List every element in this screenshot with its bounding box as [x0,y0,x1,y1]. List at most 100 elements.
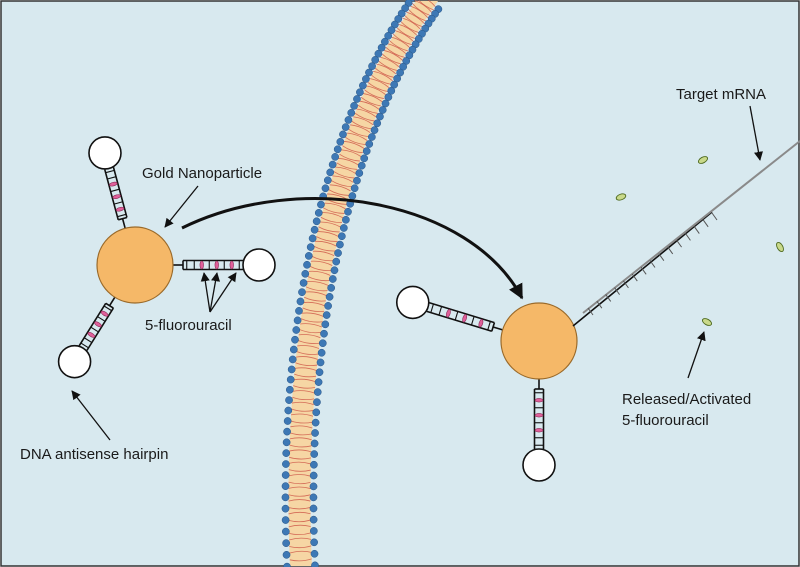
phospholipid-head [330,266,339,275]
lipid-tail [290,413,314,417]
phospholipid-head [378,106,387,114]
lipid-tail [377,60,398,72]
hairpin-strand [118,216,128,221]
phospholipid-head [344,116,353,124]
fluorouracil-marker [534,413,544,418]
lipid-tail [332,175,354,183]
phospholipid-head [311,418,320,427]
lipid-tail [381,53,402,65]
phospholipid-head [353,176,361,185]
lipid-tail [314,240,337,247]
phospholipid-head [359,81,367,90]
lipid-tail [299,329,322,334]
lipid-tail [305,286,328,292]
phospholipid-head [320,329,328,338]
fluorouracil-marker [87,331,96,338]
phospholipid-head [295,307,303,315]
phospholipid-head [284,406,293,415]
lipid-tail [349,124,371,134]
phospholipid-head [316,358,325,367]
lipid-tail [291,401,314,406]
hairpin-strand [491,322,496,332]
phospholipid-head [350,184,359,193]
lipid-tail [339,153,361,162]
phospholipid-head [309,482,318,491]
base-pair [107,176,117,180]
base-pair [487,321,491,331]
lipid-tail [343,140,365,150]
lipid-tail [313,245,336,252]
phospholipid-head [393,74,402,83]
lipid-tail [307,276,330,282]
lipid-tail [329,184,351,192]
label-target-mrna: Target mRNA [676,86,766,103]
hairpin-strand [112,167,128,218]
phospholipid-head [309,515,318,524]
base-pair [667,246,674,255]
phospholipid-head [360,154,369,163]
label-arrow-released [687,331,706,379]
label-arrow-hairpin [71,390,111,441]
gold-nanoparticle [500,302,578,380]
phospholipid-head [362,75,370,83]
phospholipid-head [381,37,389,46]
phospholipid-head [317,200,325,209]
base-pair [649,260,656,268]
lipid-tail [290,420,313,424]
lipid-tail [288,511,311,515]
phospholipid-head [370,126,379,134]
lipid-tail [324,202,346,210]
phospholipid-head [331,153,340,161]
phospholipid-head [286,375,295,384]
lipid-tail [369,78,390,89]
base-pair [454,311,459,321]
phospholipid-head [321,320,330,329]
lipid-tail [305,291,327,297]
hairpin-linker [121,218,126,229]
phospholipid-head [397,9,406,18]
phospholipid-head [341,123,350,131]
membrane-bilayer [288,1,438,566]
base-pair [587,307,594,316]
transport-arrow [181,197,524,300]
lipid-tail [383,49,404,61]
phospholipid-head [323,176,332,185]
gold-nanoparticle-right [395,285,578,482]
phospholipid-heads-outer [309,5,443,567]
phospholipid-head [283,427,291,436]
lipid-tail [295,362,318,366]
phospholipid-head [298,288,306,297]
phospholipid-head [387,86,396,95]
lipid-tail [296,351,319,355]
lipid-tail [364,89,385,100]
lipid-tail [293,385,316,389]
phospholipid-head [310,460,318,469]
phospholipid-head [281,471,290,479]
phospholipid-head [292,326,301,334]
base-pair [97,316,106,322]
lipid-tail [403,14,423,28]
phospholipid-head [281,504,290,513]
base-pair [605,294,612,302]
lipid-tail [317,231,339,237]
hairpin-strand [78,302,107,347]
lipid-tail [354,112,375,122]
gold-nanoparticle-left [57,136,276,379]
cell-membrane [281,0,443,567]
lipid-tail [341,145,363,154]
phospholipid-head [374,49,383,58]
phospholipid-head [314,378,323,386]
lipid-tail [394,30,414,42]
phospholipid-head [313,388,322,396]
fluorouracil-marker [462,314,468,323]
phospholipid-head [315,368,324,377]
base-pair [438,306,443,316]
lipid-tail [310,260,333,266]
phospholipid-head [281,527,290,536]
free-fluorouracil [701,318,713,326]
lipid-tail [297,345,320,349]
base-pair [685,233,691,241]
phospholipid-head [355,169,364,177]
lipid-tail [344,136,366,146]
base-pair [640,266,647,275]
